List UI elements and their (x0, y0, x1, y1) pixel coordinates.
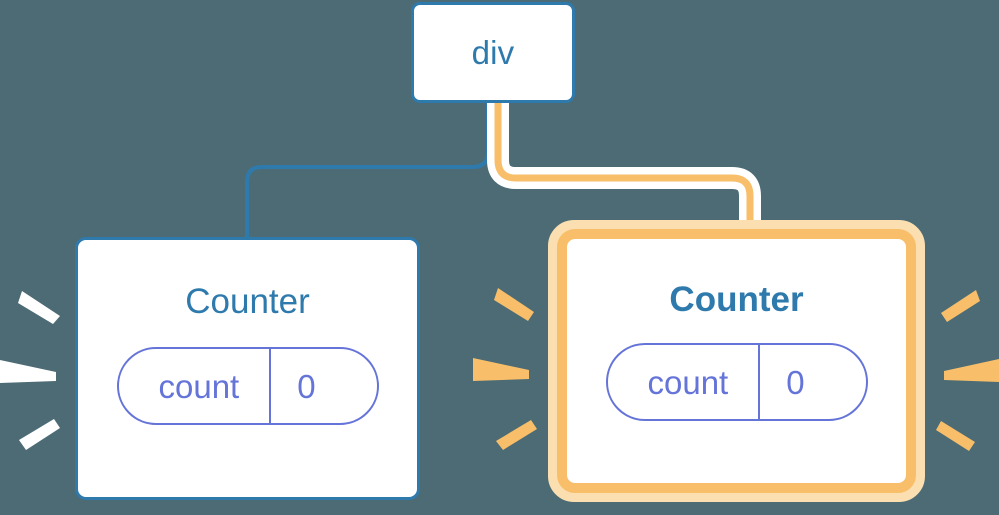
state-pill-right-name: count (647, 363, 729, 401)
state-pill-left[interactable]: count 0 (116, 347, 379, 425)
node-div[interactable]: div (411, 2, 575, 103)
node-counter-right-highlight-ring: Counter count 0 (548, 220, 925, 502)
edge-root-to-right-counter (494, 103, 754, 236)
edge-root-to-left-counter (245, 103, 490, 239)
state-pill-left-value: 0 (269, 349, 351, 423)
edge-root-to-right-counter-halo (487, 103, 761, 236)
node-counter-right[interactable]: Counter count 0 (557, 229, 916, 493)
node-div-label: div (471, 34, 515, 71)
node-counter-left-label: Counter (185, 282, 310, 321)
node-counter-left[interactable]: Counter count 0 (75, 237, 420, 500)
node-counter-right-label: Counter (669, 280, 804, 319)
state-pill-right[interactable]: count 0 (605, 343, 868, 421)
state-pill-right-value: 0 (758, 345, 840, 419)
state-pill-left-name: count (158, 367, 240, 405)
